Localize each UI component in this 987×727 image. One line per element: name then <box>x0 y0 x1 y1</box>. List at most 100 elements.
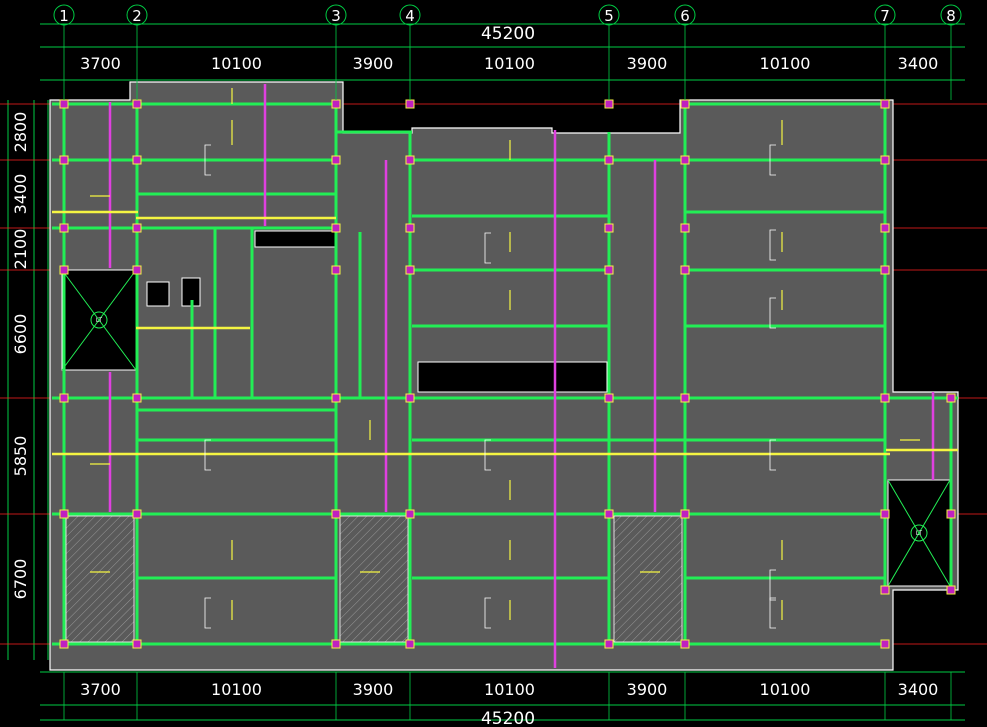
column <box>59 99 69 109</box>
bottom-span: 3400 <box>898 680 939 699</box>
bracket <box>769 597 776 629</box>
top-total-dimension: 45200 <box>481 24 535 44</box>
top-span: 10100 <box>484 54 535 73</box>
column <box>132 639 142 649</box>
bottom-span: 3900 <box>353 680 394 699</box>
stair-hatch-areas <box>65 515 683 643</box>
column <box>59 155 69 165</box>
slab-annotation-brackets <box>204 144 776 629</box>
axis-number: 8 <box>946 7 956 25</box>
column <box>331 265 341 275</box>
column <box>405 99 415 109</box>
axis-number: 7 <box>880 7 890 25</box>
column <box>405 393 415 403</box>
column <box>880 265 890 275</box>
column <box>132 99 142 109</box>
column <box>331 155 341 165</box>
column <box>604 223 614 233</box>
bracket <box>769 144 776 176</box>
bracket <box>484 232 491 264</box>
column <box>680 99 690 109</box>
left-span: 2100 <box>11 229 30 270</box>
axis-number: 2 <box>132 7 142 25</box>
left-dimension-band <box>7 100 49 660</box>
column <box>680 639 690 649</box>
column <box>59 509 69 519</box>
axis-bubbles: 1 2 3 4 5 6 7 8 <box>53 4 962 720</box>
column <box>59 639 69 649</box>
highlight-lines <box>52 210 958 456</box>
vertical-beams <box>62 104 953 644</box>
elevator-label-left: LT <box>96 317 103 324</box>
column <box>59 393 69 403</box>
column <box>405 223 415 233</box>
column <box>880 155 890 165</box>
column <box>680 155 690 165</box>
column <box>331 99 341 109</box>
axis-number: 4 <box>405 7 415 25</box>
column <box>405 265 415 275</box>
bracket <box>769 439 776 471</box>
bracket <box>484 597 491 629</box>
column <box>132 155 142 165</box>
bottom-span: 10100 <box>211 680 262 699</box>
column <box>604 265 614 275</box>
column <box>331 509 341 519</box>
left-span: 6600 <box>11 314 30 355</box>
bracket <box>204 597 211 629</box>
top-span: 10100 <box>211 54 262 73</box>
bracket <box>484 439 491 471</box>
column <box>132 393 142 403</box>
column <box>880 585 890 595</box>
column <box>604 99 614 109</box>
column <box>946 585 956 595</box>
column <box>132 223 142 233</box>
column <box>132 509 142 519</box>
column <box>946 509 956 519</box>
bracket <box>204 144 211 176</box>
load-direction-arrows <box>90 88 920 620</box>
bracket <box>769 229 776 261</box>
bracket <box>769 297 776 329</box>
column <box>680 265 690 275</box>
column <box>132 265 142 275</box>
axis-number: 3 <box>331 7 341 25</box>
column <box>604 393 614 403</box>
elevator-label-right: LT <box>916 530 923 537</box>
column <box>405 639 415 649</box>
left-span: 6700 <box>11 559 30 600</box>
top-span: 3400 <box>898 54 939 73</box>
bottom-total-dimension: 45200 <box>481 709 535 727</box>
column <box>680 393 690 403</box>
column <box>604 155 614 165</box>
axis-number: 1 <box>59 7 69 25</box>
bracket <box>769 569 776 601</box>
column <box>331 393 341 403</box>
column <box>880 99 890 109</box>
column <box>880 509 890 519</box>
bracket <box>204 439 211 471</box>
column <box>680 223 690 233</box>
column <box>331 223 341 233</box>
axis-number: 6 <box>680 7 690 25</box>
top-span: 3700 <box>80 54 121 73</box>
bottom-span: 10100 <box>760 680 811 699</box>
left-span: 2800 <box>11 112 30 153</box>
bottom-span: 10100 <box>484 680 535 699</box>
column <box>880 639 890 649</box>
column <box>604 509 614 519</box>
left-span: 5850 <box>11 436 30 477</box>
axis-number: 5 <box>604 7 614 25</box>
bottom-span: 3900 <box>627 680 668 699</box>
column <box>405 509 415 519</box>
column <box>946 393 956 403</box>
column <box>680 509 690 519</box>
column <box>880 223 890 233</box>
column <box>604 639 614 649</box>
column <box>59 265 69 275</box>
top-span: 3900 <box>353 54 394 73</box>
